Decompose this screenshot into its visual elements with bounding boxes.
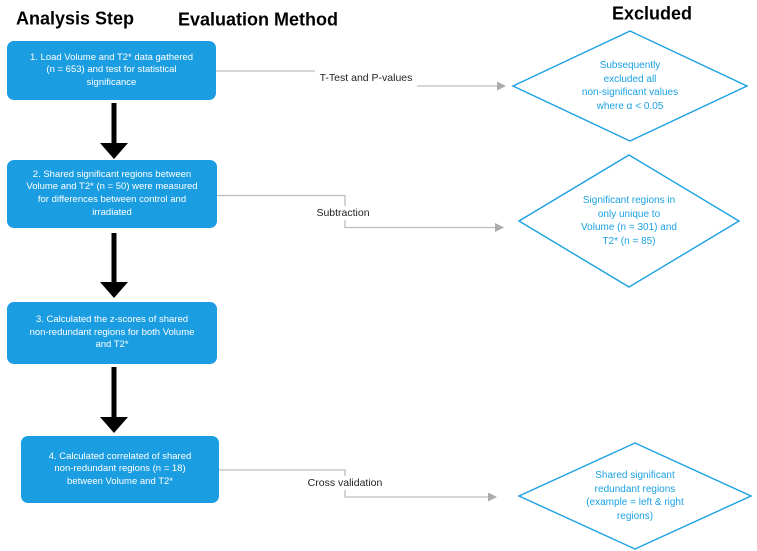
diamond-text-line: only unique to <box>597 208 661 220</box>
connector-ttest <box>216 70 506 91</box>
analysis-step-box-1: 1. Load Volume and T2* data gathered (n … <box>7 41 216 100</box>
excluded-diamond-2-text: Significant regions in only unique to Vo… <box>581 194 677 248</box>
diamond-text-line: excluded all <box>603 73 657 85</box>
method-label-subtraction: Subtraction <box>313 206 373 220</box>
arrow-down-icon <box>100 143 128 159</box>
flow-arrow-3 <box>100 367 128 433</box>
diamond-text-line: regions) <box>616 510 654 522</box>
flow-arrow-2 <box>100 233 128 298</box>
excluded-diamond-2-shape <box>517 154 741 288</box>
arrow-down-icon <box>100 417 128 433</box>
excluded-diamond-1-text: Subsequently excluded all non-significan… <box>582 59 678 113</box>
column-header-evaluation-method: Evaluation Method <box>177 9 339 30</box>
step-box-line: 4. Calculated correlated of shared <box>48 450 192 462</box>
step-box-line: irradiated <box>92 206 132 218</box>
diamond-text-line: redundant regions <box>594 483 676 495</box>
step-box-line: 2. Shared significant regions between <box>32 168 192 180</box>
step-box-line: between Volume and T2* <box>67 475 173 487</box>
step-box-line: non-redundant regions (n = 18) <box>54 463 186 475</box>
arrow-down-icon <box>100 282 128 298</box>
flow-arrow-1 <box>100 103 128 159</box>
diamond-text-line: (example = left & right <box>586 497 684 508</box>
step-box-line: significance <box>86 76 137 88</box>
arrow-right-icon <box>497 81 506 91</box>
step-box-line: (n = 653) and test for statistical <box>46 64 177 76</box>
diamond-text-line: Significant regions in <box>582 195 676 206</box>
arrow-right-icon <box>488 492 497 502</box>
step-box-line: 3. Calculated the z-scores of shared <box>35 314 189 326</box>
method-label-crossvalidation: Cross validation <box>304 476 386 490</box>
analysis-step-box-4: 4. Calculated correlated of shared non-r… <box>21 436 219 503</box>
analysis-step-box-3: 3. Calculated the z-scores of shared non… <box>7 302 217 364</box>
step-box-line: non-redundant regions for both Volume <box>29 326 195 338</box>
column-header-excluded: Excluded <box>611 3 693 24</box>
column-header-analysis-step: Analysis Step <box>15 8 135 29</box>
step-box-line: Volume and T2* (n = 50) were measured <box>26 181 198 193</box>
step-box-line: 1. Load Volume and T2* data gathered <box>29 51 194 63</box>
method-label-ttest: T-Test and P-values <box>316 71 416 85</box>
step-box-line: for differences between control and <box>37 194 187 205</box>
diamond-text-line: non-significant values <box>581 87 679 98</box>
diamond-text-line: where α < 0.05 <box>596 100 664 112</box>
excluded-diamond-3-text: Shared significant redundant regions (ex… <box>586 469 684 523</box>
diamond-text-line: T2* (n = 85) <box>602 235 656 247</box>
excluded-diamond-1-shape <box>511 30 749 142</box>
excluded-diamond-3-shape <box>517 442 753 550</box>
diamond-text-line: Subsequently <box>599 60 661 71</box>
step-box-line: and T2* <box>95 339 129 351</box>
arrow-right-icon <box>495 223 504 232</box>
diamond-text-line: Volume (n = 301) and <box>581 222 677 233</box>
analysis-step-box-2: 2. Shared significant regions between Vo… <box>7 160 217 228</box>
diamond-text-line: Shared significant <box>595 470 675 481</box>
